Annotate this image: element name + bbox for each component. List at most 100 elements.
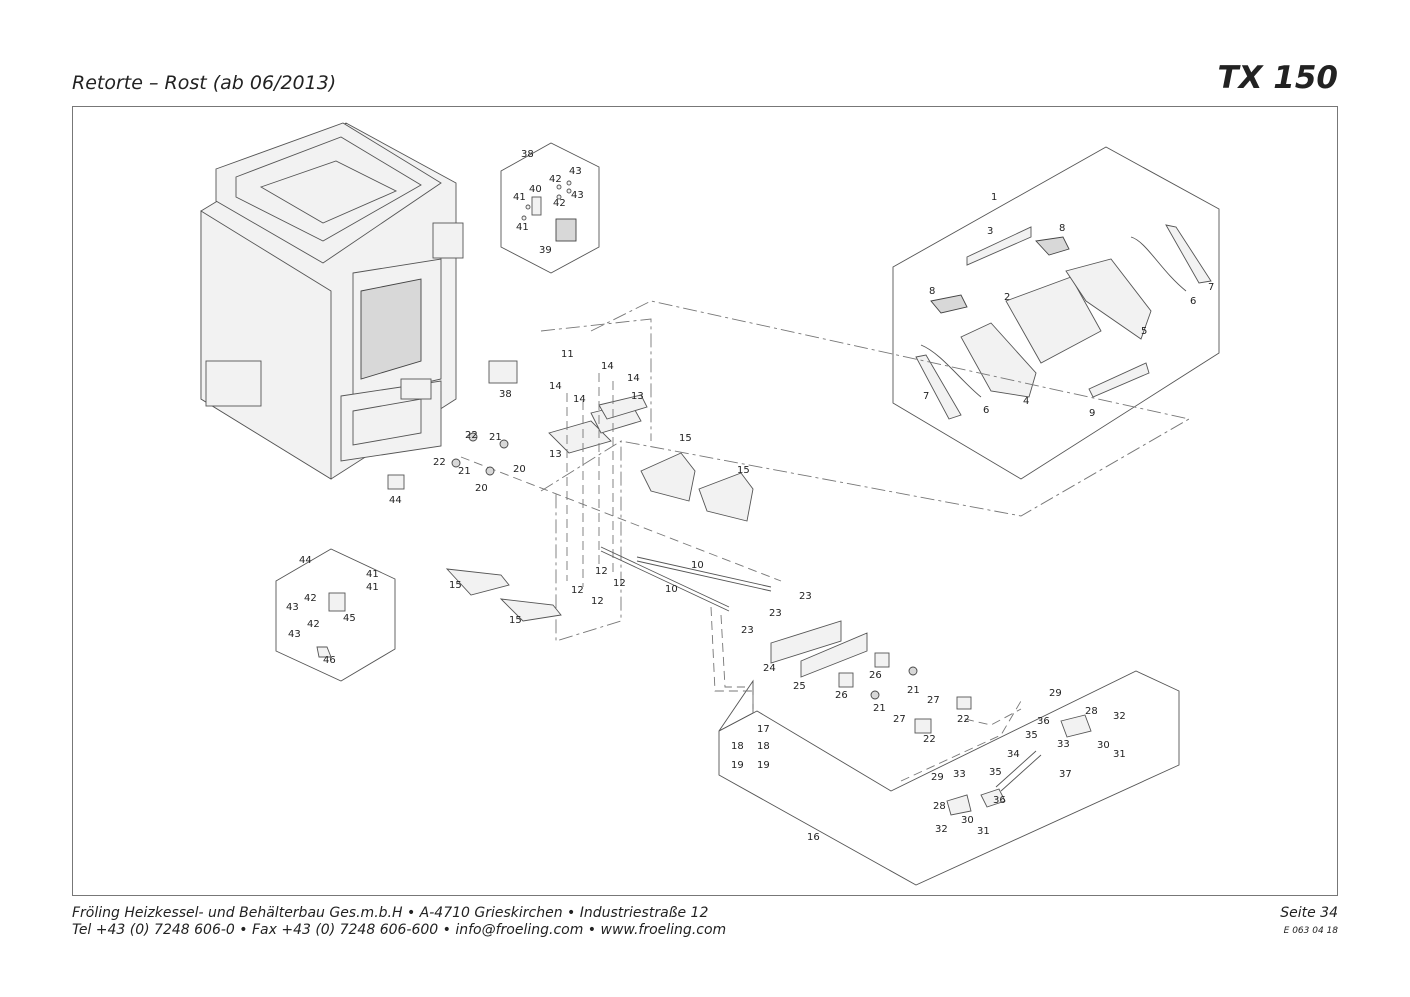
- callout-label: 19: [731, 760, 744, 771]
- footer-line-1: Fröling Heizkessel- und Behälterbau Ges.…: [72, 905, 709, 921]
- boiler-body: [200, 122, 464, 480]
- callout-label: 34: [1007, 749, 1020, 760]
- callout-label: 14: [627, 373, 640, 384]
- callout-label: 29: [931, 772, 944, 783]
- callout-label: 19: [757, 760, 770, 771]
- callout-label: 45: [343, 613, 356, 624]
- page-number: Seite 34: [1280, 905, 1338, 921]
- callout-label: 28: [933, 801, 946, 812]
- callout-label: 1: [991, 192, 997, 203]
- callout-label: 14: [549, 381, 562, 392]
- diagram-canvas: 1234566778891010111212121213131414141415…: [200, 122, 1220, 886]
- callout-label: 36: [993, 795, 1006, 806]
- callout-label: 15: [449, 580, 462, 591]
- callout-label: 30: [1097, 740, 1110, 751]
- callout-label: 7: [1208, 282, 1214, 293]
- callout-label: 5: [1141, 326, 1147, 337]
- callout-label: 21: [907, 685, 920, 696]
- dashed-boundary-upper: [540, 300, 1191, 642]
- group-44-outline: [275, 548, 396, 682]
- footer-page-info: Seite 34 E 063 04 18: [1280, 905, 1338, 940]
- callout-label: 10: [665, 584, 678, 595]
- callout-label: 15: [737, 465, 750, 476]
- callout-label: 2: [1004, 292, 1010, 303]
- callout-label: 29: [1049, 688, 1062, 699]
- callout-label: 38: [521, 149, 534, 160]
- document-number: E 063 04 18: [1283, 926, 1338, 936]
- parts-15: [445, 452, 754, 622]
- callout-label: 33: [953, 769, 966, 780]
- callout-label: 28: [1085, 706, 1098, 717]
- callout-label: 35: [989, 767, 1002, 778]
- footer-address: Fröling Heizkessel- und Behälterbau Ges.…: [72, 905, 726, 939]
- callout-label: 22: [433, 457, 446, 468]
- callout-label: 22: [923, 734, 936, 745]
- callout-label: 14: [601, 361, 614, 372]
- callout-label: 7: [923, 391, 929, 402]
- callout-label: 27: [927, 695, 940, 706]
- model-label: TX 150: [1217, 60, 1338, 96]
- callout-label: 13: [631, 391, 644, 402]
- callout-label: 9: [1089, 408, 1095, 419]
- callout-label: 3: [987, 226, 993, 237]
- callout-label: 32: [1113, 711, 1126, 722]
- callout-label: 38: [499, 389, 512, 400]
- callout-label: 20: [475, 483, 488, 494]
- callout-label: 12: [595, 566, 608, 577]
- callout-label: 26: [835, 690, 848, 701]
- callout-label: 31: [1113, 749, 1126, 760]
- callout-label: 17: [757, 724, 770, 735]
- callout-label: 21: [489, 432, 502, 443]
- callout-label: 13: [549, 449, 562, 460]
- callout-label: 18: [731, 741, 744, 752]
- callout-label: 6: [983, 405, 989, 416]
- callout-label: 23: [799, 591, 812, 602]
- callout-label: 8: [929, 286, 935, 297]
- callout-label: 18: [757, 741, 770, 752]
- callout-label: 39: [539, 245, 552, 256]
- callout-label: 24: [763, 663, 776, 674]
- callout-label: 44: [389, 495, 402, 506]
- callout-label: 35: [1025, 730, 1038, 741]
- callout-label: 32: [935, 824, 948, 835]
- callout-label: 43: [288, 629, 301, 640]
- callout-label: 15: [509, 615, 522, 626]
- callout-label: 37: [1059, 769, 1072, 780]
- callout-label: 42: [553, 198, 566, 209]
- grate-plates: [548, 373, 648, 587]
- callout-label: 44: [299, 555, 312, 566]
- callout-label: 31: [977, 826, 990, 837]
- callout-label: 12: [591, 596, 604, 607]
- callout-label: 46: [323, 655, 336, 666]
- callout-label: 21: [873, 703, 886, 714]
- callout-label: 23: [769, 608, 782, 619]
- callout-label: 30: [961, 815, 974, 826]
- callout-label: 21: [458, 466, 471, 477]
- callout-label: 11: [561, 349, 574, 360]
- group-1-outline: [892, 146, 1220, 480]
- callout-label: 12: [613, 578, 626, 589]
- callout-label: 4: [1023, 396, 1029, 407]
- callout-label: 40: [529, 184, 542, 195]
- callout-label: 41: [366, 582, 379, 593]
- callout-label: 23: [741, 625, 754, 636]
- callout-label: 41: [516, 222, 529, 233]
- callout-label: 42: [307, 619, 320, 630]
- group-16-outline: [710, 606, 1180, 886]
- callout-label: 22: [957, 714, 970, 725]
- callout-label: 27: [893, 714, 906, 725]
- plates-24-25: [770, 620, 868, 678]
- callout-label: 26: [869, 670, 882, 681]
- page-title: Retorte – Rost (ab 06/2013): [72, 72, 337, 94]
- callout-label: 6: [1190, 296, 1196, 307]
- callout-label: 15: [679, 433, 692, 444]
- group-38-outline: [500, 142, 600, 274]
- footer-line-2: Tel +43 (0) 7248 606-0 • Fax +43 (0) 724…: [72, 922, 727, 938]
- callout-label: 20: [513, 464, 526, 475]
- callout-label: 33: [1057, 739, 1070, 750]
- callout-label: 25: [793, 681, 806, 692]
- callout-label: 43: [286, 602, 299, 613]
- callout-label: 12: [571, 585, 584, 596]
- callout-labels: 1234566778891010111212121213131414141415…: [286, 149, 1214, 843]
